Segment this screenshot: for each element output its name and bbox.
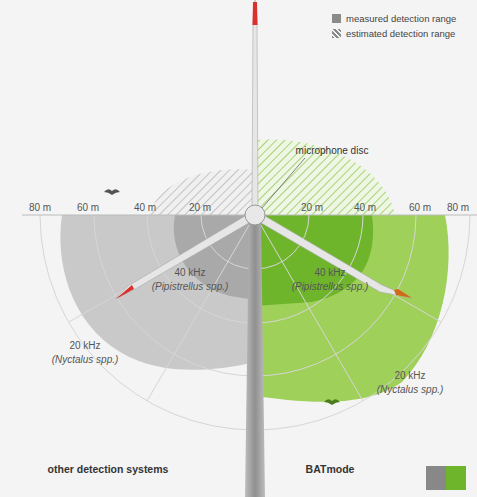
species-label: (Pipistrellus spp.)	[152, 281, 229, 292]
callout-label: microphone disc	[296, 145, 369, 156]
frequency-label: 40 kHz	[314, 267, 345, 278]
legend-swatch	[332, 14, 341, 23]
frequency-label: 20 kHz	[69, 340, 100, 351]
axis-label: 20 m	[301, 202, 323, 213]
estimated-range	[255, 139, 395, 215]
axis-label: 80 m	[29, 202, 51, 213]
blade-tip	[394, 289, 412, 298]
tower	[245, 222, 265, 497]
axis-label: 80 m	[447, 202, 469, 213]
blade	[116, 213, 254, 298]
system-label: BATmode	[306, 464, 355, 476]
blade	[252, 0, 258, 210]
blade	[256, 213, 412, 298]
detection-range	[60, 215, 255, 370]
axis-label: 40 m	[354, 202, 376, 213]
species-label: (Nyctalus spp.)	[52, 354, 119, 365]
frequency-label: 20 kHz	[394, 370, 425, 381]
logo	[426, 466, 446, 490]
bat-icon	[104, 189, 120, 195]
legend-text: measured detection range	[346, 13, 456, 24]
leader-line	[262, 158, 305, 208]
bat-icon	[324, 399, 340, 405]
estimated-range	[150, 169, 255, 215]
blade-tip	[116, 285, 134, 299]
blade-tip	[253, 2, 258, 25]
legend-text: estimated detection range	[346, 28, 455, 39]
axis-label: 40 m	[134, 202, 156, 213]
logo	[446, 466, 466, 490]
axis-label: 60 m	[77, 202, 99, 213]
species-label: (Nyctalus spp.)	[377, 384, 444, 395]
frequency-label: 40 kHz	[174, 267, 205, 278]
axis-label: 60 m	[409, 202, 431, 213]
system-label: other detection systems	[48, 464, 169, 476]
axis-label: 20 m	[189, 202, 211, 213]
species-label: (Pipistrellus spp.)	[292, 281, 369, 292]
legend-hatch	[332, 29, 341, 38]
